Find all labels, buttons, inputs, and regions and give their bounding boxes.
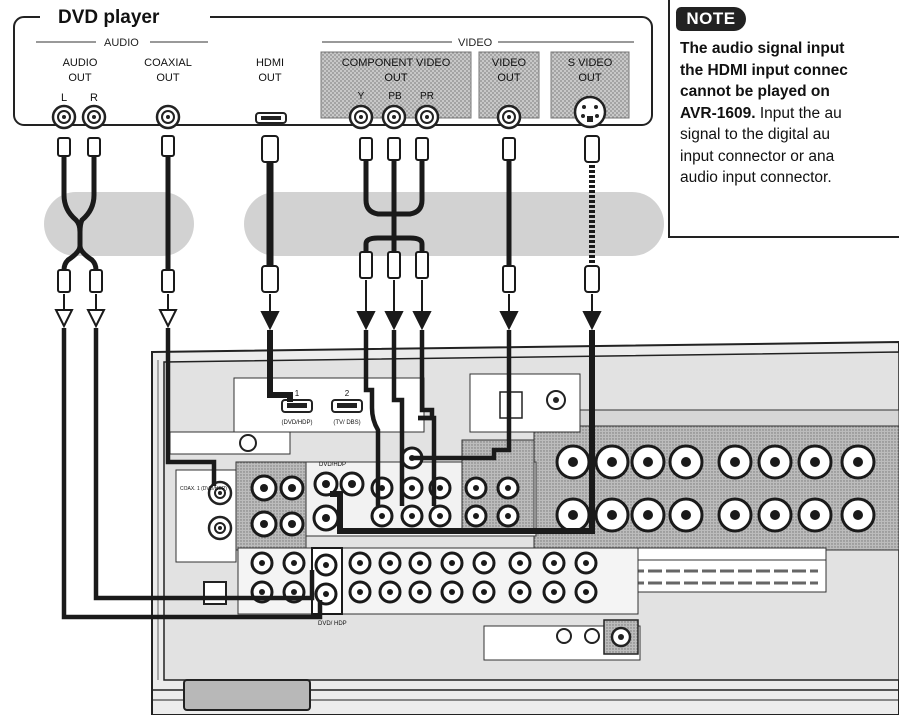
hdmi-out-label: HDMI (256, 57, 284, 69)
component-pr-jack[interactable] (416, 106, 438, 128)
signal-arrows (56, 280, 600, 328)
note-tag: NOTE (676, 7, 746, 31)
audio-group-label: AUDIO (104, 37, 139, 49)
note-line: The audio signal input (680, 38, 899, 60)
note-text: The audio signal input the HDMI input co… (680, 38, 899, 189)
note-line: signal to the digital au (680, 124, 899, 146)
dvd-player-title: DVD player (58, 7, 160, 28)
component-y-label: Y (358, 91, 365, 102)
video-out-label-2: OUT (497, 72, 521, 84)
component-y-jack[interactable] (350, 106, 372, 128)
audio-left-label: L (61, 92, 67, 104)
dvd-hdp-audio-label: DVD/ HDP (318, 621, 347, 627)
optical-in-port[interactable] (204, 582, 226, 604)
remote-control-section (170, 432, 290, 454)
note-line: the HDMI input connec (680, 60, 899, 82)
s-video-out-label: S VIDEO (568, 57, 613, 69)
receiver-foot (184, 680, 310, 710)
hdmi-in-2-sub: (TV/ DBS) (333, 420, 360, 426)
note-line: audio input connector. (680, 167, 899, 189)
hdmi-out-label-2: OUT (258, 72, 282, 84)
component-video-label: COMPONENT VIDEO (342, 57, 451, 69)
audio-out-label-2: OUT (68, 72, 92, 84)
hdmi-in-1-label: 1 (295, 389, 300, 398)
audio-out-l-jack[interactable] (53, 106, 75, 128)
video-out-label: VIDEO (492, 57, 527, 69)
video-out-jack[interactable] (498, 106, 520, 128)
note-line: AVR-1609. Input the au (680, 103, 899, 125)
audio-out-r-jack[interactable] (83, 106, 105, 128)
coaxial-out-label-2: OUT (156, 72, 180, 84)
coax-1-label: COAX. 1 (DVD/HDP) (180, 486, 227, 492)
video-input-section (236, 462, 306, 550)
component-video-label-2: OUT (384, 72, 408, 84)
component-pb-label: PB (388, 91, 402, 102)
note-line: cannot be played on (680, 81, 899, 103)
dvd-hdp-input-label: DVD/HDP (319, 462, 346, 468)
audio-out-label: AUDIO (63, 57, 98, 69)
s-video-out-jack[interactable] (575, 97, 605, 127)
coaxial-out-jack[interactable] (157, 106, 179, 128)
component-pr-label: PR (420, 91, 434, 102)
hdmi-in-2-label: 2 (345, 389, 350, 398)
hdmi-out-port[interactable] (256, 113, 286, 123)
video-cable-band (244, 192, 664, 256)
s-video-out-label-2: OUT (578, 72, 602, 84)
hdmi-in-1-sub: (DVD/HDP) (282, 420, 313, 426)
video-group-label: VIDEO (458, 37, 493, 49)
component-pb-jack[interactable] (383, 106, 405, 128)
note-line: input connector or ana (680, 146, 899, 168)
speaker-header-strip (534, 410, 899, 426)
coax-in-2-jack[interactable] (209, 517, 231, 539)
coaxial-out-label: COAXIAL (144, 57, 192, 69)
audio-right-label: R (90, 92, 98, 104)
